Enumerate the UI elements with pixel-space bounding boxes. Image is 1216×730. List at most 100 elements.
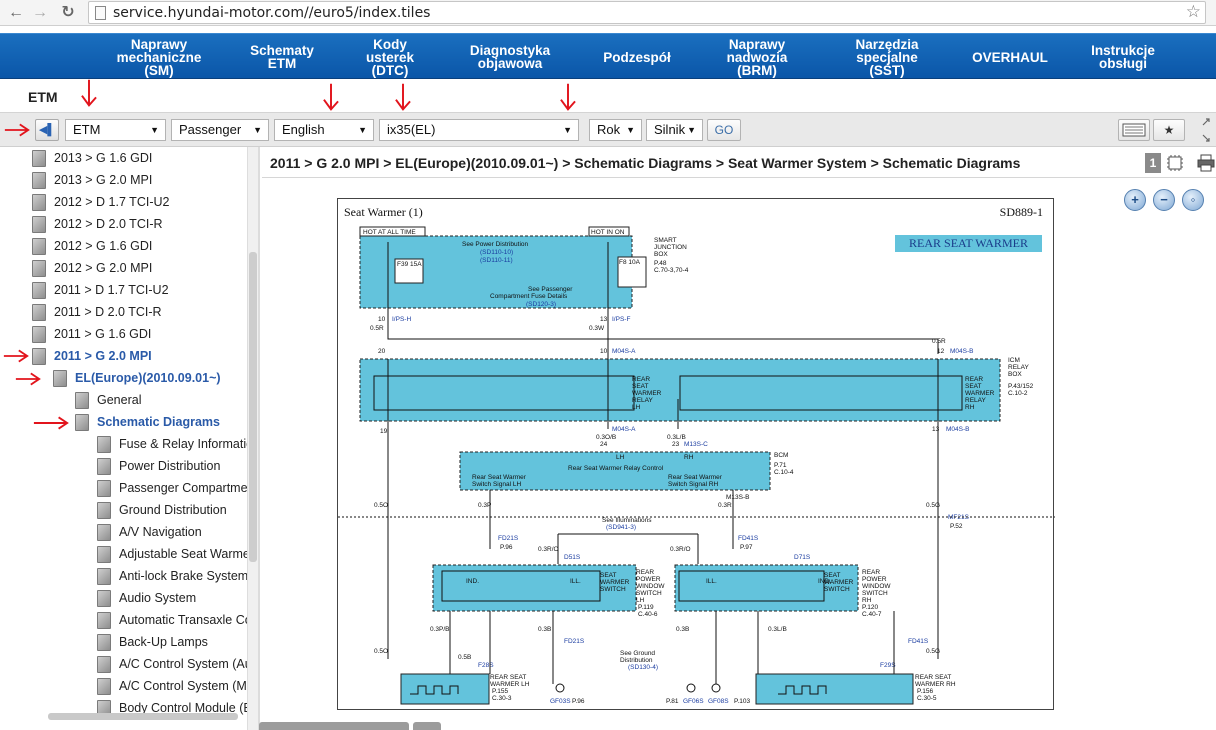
tree-item[interactable]: 2013 > G 1.6 GDI (32, 147, 152, 169)
tree-item[interactable]: Passenger Compartment (97, 477, 247, 499)
tree-item[interactable]: 2012 > D 1.7 TCI-U2 (32, 191, 169, 213)
select-vehicle-type[interactable]: Passenger▼ (171, 119, 269, 141)
menu-item-diagnostyka[interactable]: Diagnostyka objawowa (469, 43, 551, 71)
page-number-badge[interactable]: 1 (1145, 153, 1161, 173)
i-ps-f-label: I/PS-F (612, 316, 630, 323)
divider (262, 177, 1216, 178)
zoom-out-icon[interactable]: − (1153, 189, 1175, 211)
tree-item[interactable]: Anti-lock Brake System(ABS) (97, 565, 247, 587)
chevron-down-icon: ▼ (626, 125, 635, 135)
tree-item[interactable]: 2012 > D 2.0 TCI-R (32, 213, 163, 235)
select-language[interactable]: English▼ (274, 119, 374, 141)
select-etm[interactable]: ETM▼ (65, 119, 166, 141)
keyboard-button[interactable] (1118, 119, 1150, 141)
bottom-button-2[interactable] (413, 722, 441, 730)
wire-05g-b-label: 0.5G (926, 648, 940, 655)
chevron-down-icon: ▼ (687, 125, 696, 135)
tree-item-label: Fuse & Relay Information (119, 437, 247, 451)
scrollbar-thumb[interactable] (249, 252, 257, 562)
tree-item-label: 2012 > G 2.0 MPI (54, 261, 153, 275)
bottom-button[interactable] (259, 722, 409, 730)
select-engine[interactable]: Silnik▼ (646, 119, 703, 141)
p52-label: P.52 (950, 523, 963, 530)
tree-item[interactable]: Automatic Transaxle Control (97, 609, 247, 631)
chip-icon[interactable] (1166, 154, 1184, 172)
tree-item[interactable]: Fuse & Relay Information (97, 433, 247, 455)
menu-item-overhaul[interactable]: OVERHAUL (972, 49, 1048, 65)
pws-lh-box (432, 564, 637, 612)
pane-splitter[interactable] (258, 147, 260, 730)
menu-item-podzespol[interactable]: Podzespół (603, 49, 671, 65)
menu-item-instrukcje[interactable]: Instrukcje obsługi (1091, 43, 1155, 71)
wire-03lb2-label: 0.3L/B (768, 626, 787, 633)
chevron-down-icon: ▼ (253, 125, 262, 135)
book-icon (32, 171, 46, 189)
address-bar[interactable]: service.hyundai-motor.com//euro5/index.t… (88, 1, 1206, 24)
menu-item-sm[interactable]: Naprawy mechaniczne (SM) (116, 36, 202, 78)
pin-10b-label: 10 (600, 348, 608, 355)
print-icon[interactable] (1197, 154, 1215, 172)
zoom-fit-icon[interactable]: ◦ (1182, 189, 1204, 211)
wire-03ob-label: 0.3O/B (596, 434, 616, 441)
sidebar-scrollbar[interactable] (247, 147, 258, 730)
gf08s-label: GF08S (708, 698, 729, 705)
sidebar-horizontal-scrollbar[interactable] (48, 713, 238, 720)
url-text: service.hyundai-motor.com//euro5/index.t… (113, 5, 431, 21)
p81-label: P.81 (666, 698, 679, 705)
tree-item[interactable]: 2011 > G 1.6 GDI (32, 323, 151, 345)
tree-item-el-europe[interactable]: EL(Europe)(2010.09.01~) (53, 367, 221, 389)
f29s-label: F29S (880, 662, 896, 669)
tree-item-2011-g20mpi[interactable]: 2011 > G 2.0 MPI (32, 345, 152, 367)
tree-item[interactable]: A/C Control System (Auto) (97, 653, 247, 675)
tree-item[interactable]: 2012 > G 1.6 GDI (32, 235, 152, 257)
filter-toolbar: ◀▌ ETM▼ Passenger▼ English▼ ix35(EL)▼ Ro… (0, 112, 1216, 147)
tree-item[interactable]: 2013 > G 2.0 MPI (32, 169, 152, 191)
menu-item-brm[interactable]: Naprawy nadwozia (BRM) (726, 36, 788, 78)
go-button[interactable]: GO (707, 119, 741, 141)
forward-icon[interactable]: → (32, 4, 48, 21)
fd21s-label: FD21S (498, 535, 519, 542)
collapse-sidebar-button[interactable]: ◀▌ (35, 119, 59, 141)
tree-item-label: 2013 > G 2.0 MPI (54, 173, 153, 187)
reload-icon[interactable]: ↻ (61, 4, 75, 21)
bookmark-star-icon[interactable]: ☆ (1185, 2, 1201, 21)
favorite-button[interactable]: ★ (1153, 119, 1185, 141)
tree-item[interactable]: Ground Distribution (97, 499, 247, 521)
select-model[interactable]: ix35(EL)▼ (379, 119, 579, 141)
menu-item-etm[interactable]: Schematy ETM (250, 43, 314, 71)
book-icon (32, 193, 46, 211)
menu-item-sst[interactable]: Narzędzia specjalne (SST) (855, 36, 919, 78)
tree-item-label: 2012 > G 1.6 GDI (54, 239, 153, 253)
tree-item-schematic-diagrams[interactable]: Schematic Diagrams (75, 411, 220, 433)
tree-item[interactable]: Audio System (97, 587, 247, 609)
tree-item-label: Audio System (119, 591, 197, 605)
tree-item[interactable]: A/V Navigation (97, 521, 247, 543)
fd41s-label: FD41S (738, 535, 759, 542)
tree-item[interactable]: Back-Up Lamps (97, 631, 247, 653)
expand-icon[interactable] (1200, 117, 1214, 143)
tree-item[interactable]: A/C Control System (Manual) (97, 675, 247, 697)
tree-item[interactable]: 2011 > D 1.7 TCI-U2 (32, 279, 169, 301)
select-year[interactable]: Rok▼ (589, 119, 642, 141)
tree-item-general[interactable]: General (75, 389, 141, 411)
wire-03w-label: 0.3W (589, 325, 605, 332)
tree-item[interactable]: 2012 > G 2.0 MPI (32, 257, 152, 279)
tree-item[interactable]: Power Distribution (97, 455, 247, 477)
m13s-c-label: M13S-C (684, 441, 708, 448)
tree-item[interactable]: 2011 > D 2.0 TCI-R (32, 301, 162, 323)
select-model-value: ix35(EL) (387, 122, 436, 137)
zoom-in-icon[interactable]: + (1124, 189, 1146, 211)
menu-item-dtc[interactable]: Kody usterek (DTC) (365, 36, 415, 78)
wire-05r-label: 0.5R (370, 325, 384, 332)
main-menu: Naprawy mechaniczne (SM) Schematy ETM Ko… (0, 33, 1216, 79)
annotation-arrow-right-2 (3, 349, 29, 363)
back-icon[interactable]: ← (8, 4, 24, 21)
tree-item[interactable]: Adjustable Seat Warmer (97, 543, 247, 565)
